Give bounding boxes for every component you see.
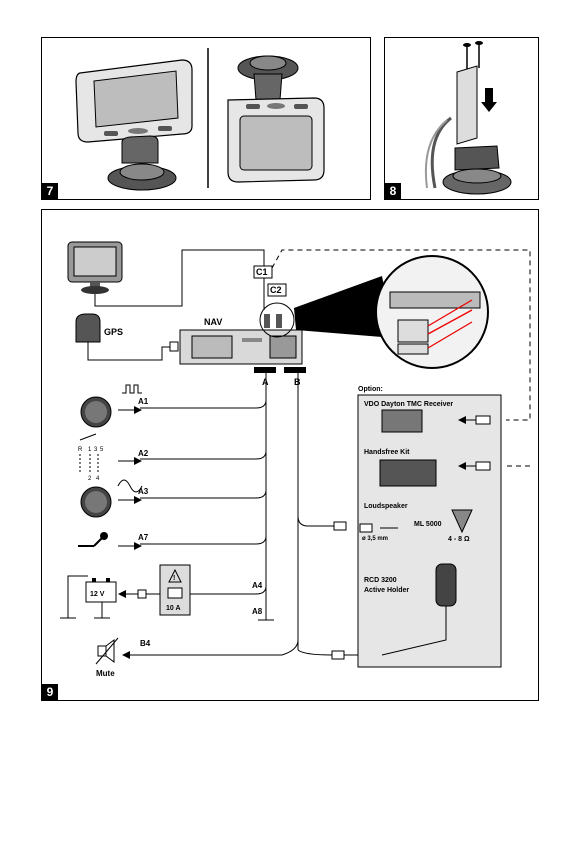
loudspeaker-label: Loudspeaker <box>364 503 408 510</box>
navigation-device-front <box>75 59 193 143</box>
switch-r-label: R <box>78 447 83 453</box>
gps-plug <box>169 341 179 352</box>
wire-a2-label: A2 <box>138 449 149 458</box>
mount-base <box>442 145 512 195</box>
display-monitor-icon <box>67 241 123 294</box>
magnified-connector-view <box>375 255 489 369</box>
wire-a8-label: A8 <box>252 607 263 616</box>
active-holder-label: Active Holder <box>364 587 409 594</box>
figure-9-number: 9 <box>42 684 58 700</box>
battery-icon <box>85 578 117 603</box>
speed-signal-icon <box>80 384 142 428</box>
rcd-label: RCD 3200 <box>364 577 397 584</box>
mount-plate <box>424 65 478 189</box>
c2-label: C2 <box>270 285 282 295</box>
switch-1-label: 1 <box>88 447 92 453</box>
gps-label: GPS <box>104 327 123 337</box>
figure-9-panel: GPS NAV C1 C2 A B <box>41 209 539 701</box>
nav-unit <box>179 329 303 365</box>
impedance-label: 4 - 8 Ω <box>448 536 470 543</box>
active-holder-device <box>435 563 457 607</box>
wire-a4-label: A4 <box>252 581 263 590</box>
tmc-receiver-label: VDO Dayton TMC Receiver <box>364 401 453 408</box>
screw-icon <box>463 41 483 70</box>
wire-a7-label: A7 <box>138 533 149 542</box>
figure-8-panel: 8 <box>384 37 539 200</box>
fuse-box: ! <box>159 564 191 616</box>
figure-7-number: 7 <box>42 183 58 199</box>
switch-4-label: 4 <box>96 476 100 482</box>
wire-a1-label: A1 <box>138 397 149 406</box>
tacho-signal-icon <box>80 479 143 518</box>
c2-box <box>267 283 287 297</box>
c1-box <box>253 265 273 279</box>
wiring-diagram: GPS NAV C1 C2 A B <box>60 241 531 678</box>
figure-8-illustration <box>424 41 512 195</box>
connector-b-block <box>284 367 306 373</box>
mute-label: Mute <box>96 669 115 678</box>
svg-text:!: ! <box>173 575 175 582</box>
figure-7-illustration <box>75 48 325 191</box>
switch-2-label: 2 <box>88 476 92 482</box>
figure-8-number: 8 <box>385 183 401 199</box>
suction-mount-left <box>107 135 177 191</box>
navigation-device-rear <box>227 97 325 183</box>
handsfree-kit-device <box>379 459 437 487</box>
connector-a-block <box>254 367 276 373</box>
nav-label: NAV <box>204 317 222 327</box>
c1-label: C1 <box>256 267 268 277</box>
connector-zoom-circle <box>259 302 295 338</box>
reverse-switch-icon: R 1 3 5 2 4 <box>78 433 104 482</box>
loudspeaker-device <box>451 509 473 534</box>
wire-b4-label: B4 <box>140 639 151 648</box>
tmc-receiver-device <box>381 409 423 433</box>
handsfree-kit-label: Handsfree Kit <box>364 449 410 456</box>
battery-label: 12 V <box>90 591 105 598</box>
switch-5-label: 5 <box>100 447 104 453</box>
suction-mount-right <box>237 55 299 101</box>
switch-3-label: 3 <box>94 447 98 453</box>
light-switch-icon <box>78 532 108 547</box>
jack-size-label: ø 3,5 mm <box>362 536 388 542</box>
arrow-down-icon <box>481 88 497 112</box>
figure-7-panel: 7 <box>41 37 371 200</box>
wire-a3-label: A3 <box>138 487 149 496</box>
fuse-label: 10 A <box>166 605 181 612</box>
ml5000-label: ML 5000 <box>414 521 442 528</box>
gps-antenna-icon <box>75 313 101 343</box>
option-title: Option: <box>358 386 383 393</box>
option-box <box>357 394 502 668</box>
mute-icon <box>95 637 119 665</box>
